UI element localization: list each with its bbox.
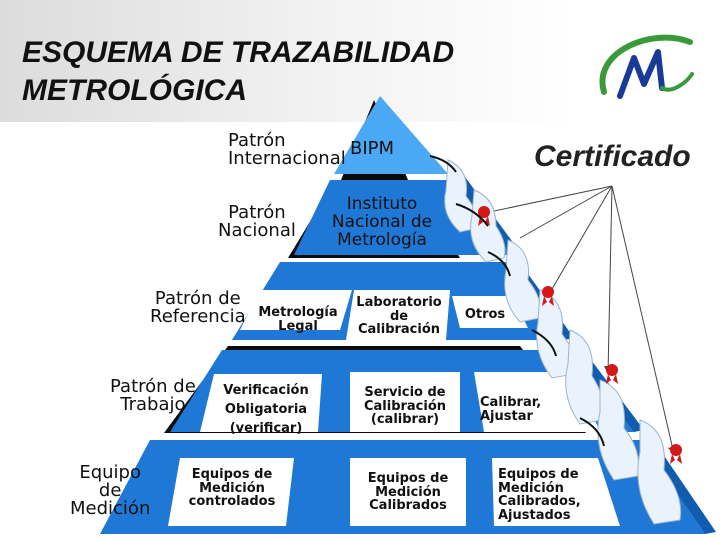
certificado-label: Certificado	[534, 140, 691, 173]
ribbon-icon	[606, 364, 618, 384]
ribbon-icon	[478, 206, 490, 226]
page-title: ESQUEMA DE TRAZABILIDAD METROLÓGICA	[22, 34, 454, 110]
ribbon-icon	[542, 286, 554, 306]
pyramid-laboratorio: Laboratorio de Calibración	[356, 295, 442, 338]
pyramid-equipos-ajustados: Equipos de Medición Calibrados, Ajustado…	[498, 467, 581, 523]
pyramid-calibrar-ajustar: Calibrar, Ajustar	[480, 395, 542, 424]
company-logo	[599, 34, 694, 99]
pyramid-instituto: Instituto Nacional de Metrología	[331, 194, 433, 250]
pyramid-equipos-calibrados: Equipos de Medición Calibrados	[367, 471, 449, 514]
label-patron-trabajo: Patrón de Trabajo	[110, 376, 196, 415]
pyramid-otros: Otros	[464, 307, 506, 322]
title-line-1: ESQUEMA DE TRAZABILIDAD	[22, 36, 455, 69]
certificate-arrows	[479, 185, 675, 455]
pyramid-panels	[168, 290, 620, 526]
title-line-2: METROLÓGICA	[22, 74, 247, 107]
label-patron-internacional: Patrón Internacional	[228, 130, 346, 169]
title-band	[0, 0, 720, 122]
label-equipo-medicion: Equipo de Medición	[70, 462, 151, 519]
label-patron-referencia: Patrón de Referencia	[150, 288, 246, 327]
pyramid-metrologia-legal: Metrología Legal	[258, 305, 338, 334]
certificate-documents	[444, 159, 682, 525]
pyramid-equipos-controlados: Equipos de Medición controlados	[188, 467, 276, 510]
pyramid-bipm: BIPM	[350, 138, 395, 159]
pyramid-verificacion: Verificación Obligatoria (verificar)	[223, 383, 309, 436]
curved-arrows	[429, 155, 605, 447]
ribbon-icon	[670, 444, 682, 464]
pyramid-level-1	[334, 96, 448, 174]
pyramid-servicio-calibracion: Servicio de Calibración (calibrar)	[363, 385, 447, 428]
label-patron-nacional: Patrón Nacional	[218, 202, 296, 241]
ribbon-icons	[478, 206, 682, 464]
